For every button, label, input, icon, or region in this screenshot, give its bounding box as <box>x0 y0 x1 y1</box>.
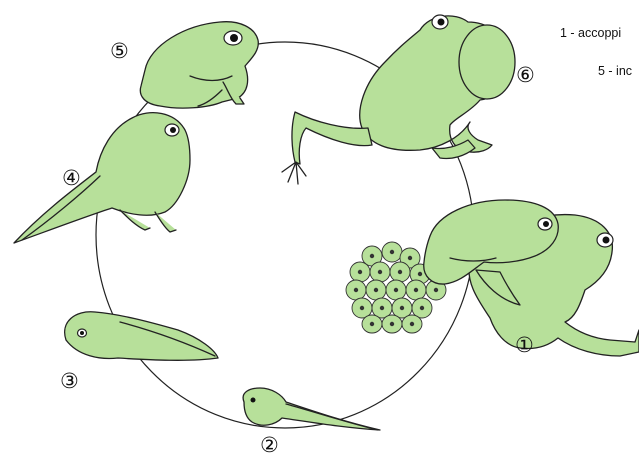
stage-number-2: ② <box>260 433 279 457</box>
adult-frog-illustration <box>282 15 515 184</box>
stage-number-5: ⑤ <box>110 39 129 63</box>
stage-number-4: ④ <box>62 166 81 190</box>
stage-number-1: ① <box>515 333 534 357</box>
froglet-illustration <box>140 22 258 108</box>
stage-number-3: ③ <box>60 369 79 393</box>
tadpole-illustration <box>65 312 218 361</box>
caption-line-2: 5 - inc <box>598 64 632 78</box>
stage-number-6: ⑥ <box>516 63 535 87</box>
caption-line-1: 1 - accoppi <box>560 26 621 40</box>
tadpole-with-legs-illustration <box>14 113 190 243</box>
hatchling-illustration <box>243 388 380 430</box>
